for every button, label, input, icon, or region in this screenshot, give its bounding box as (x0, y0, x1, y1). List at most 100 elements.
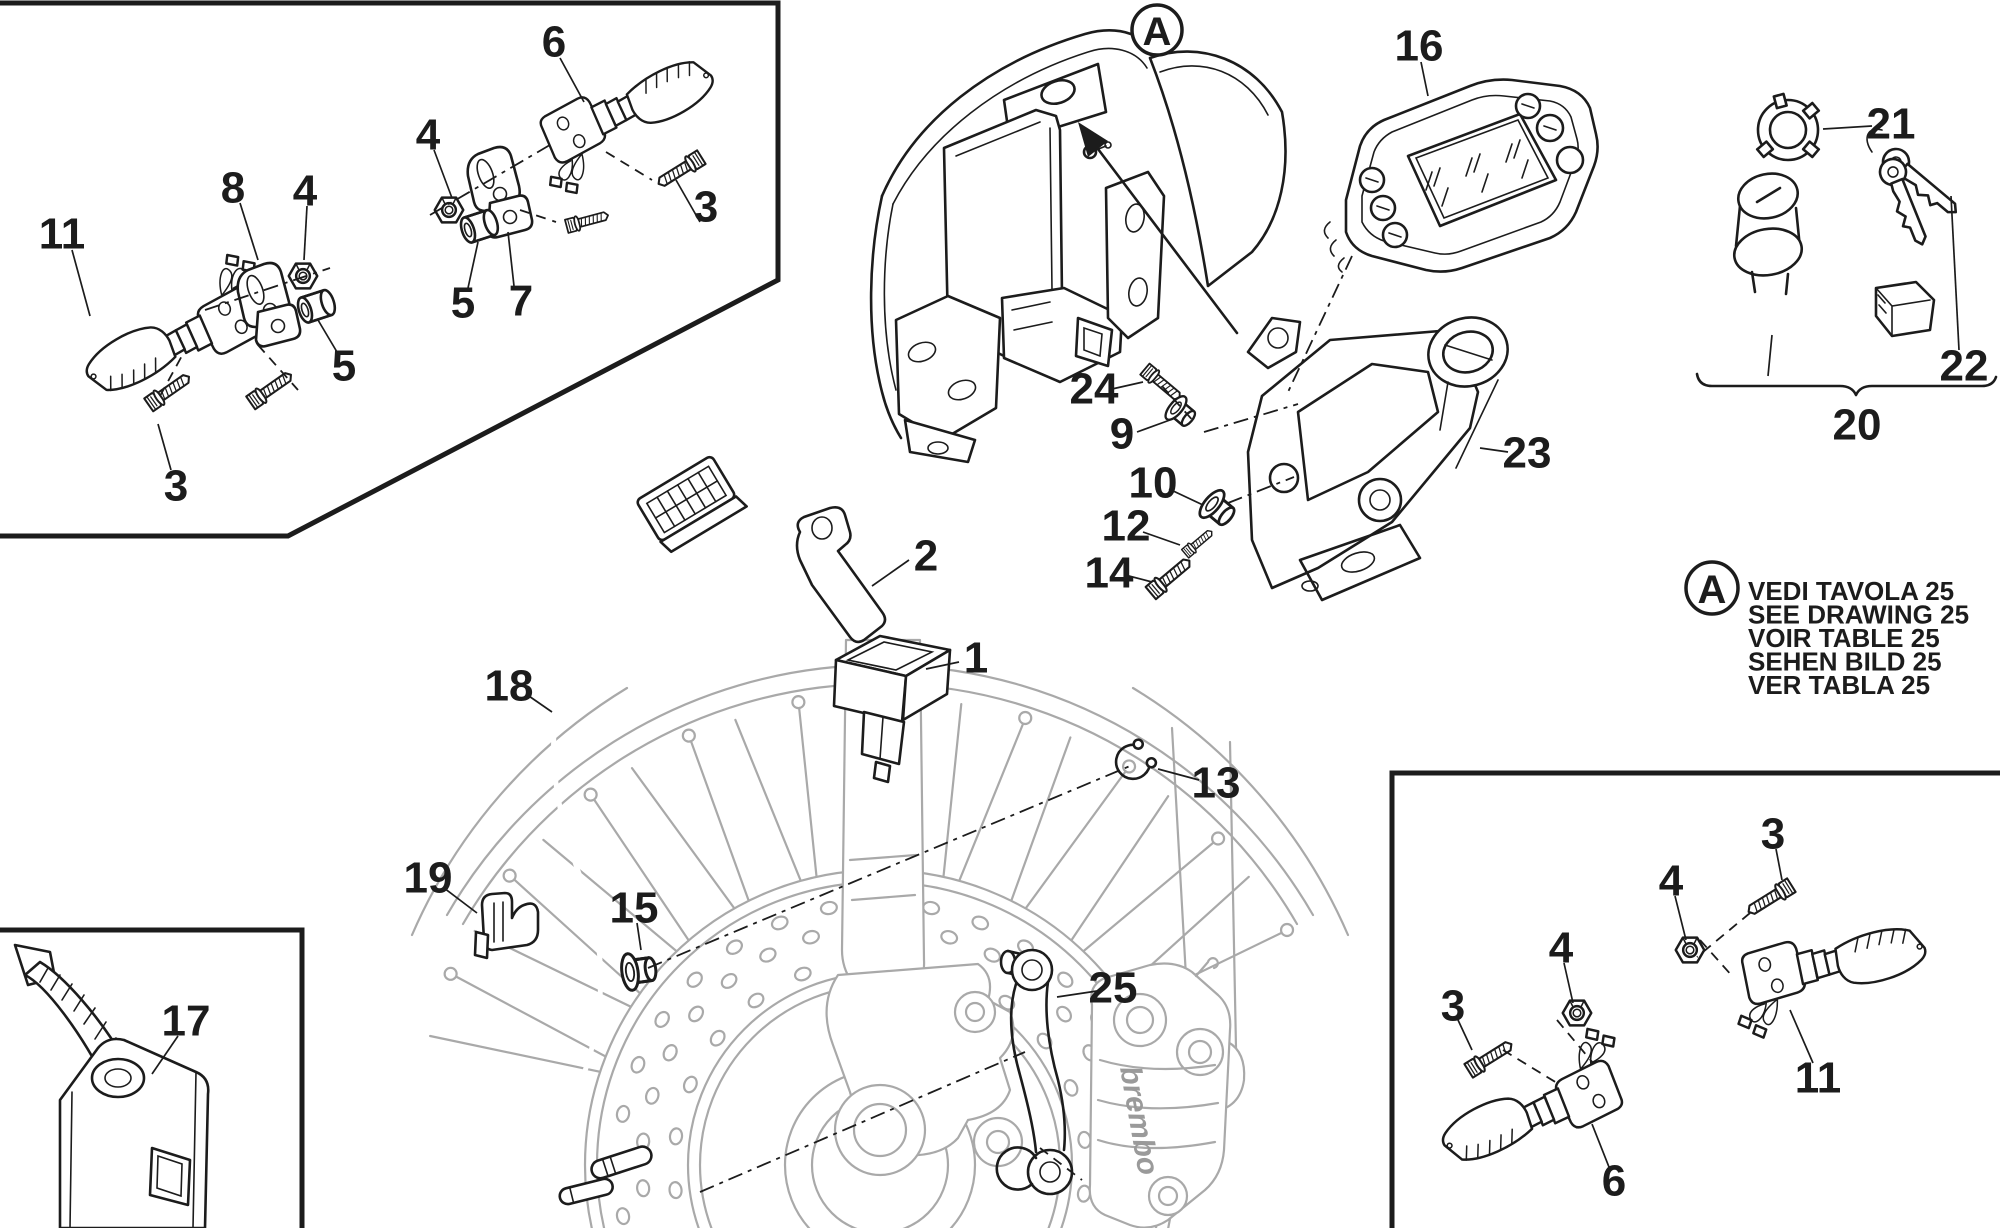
callout-21-ring-nut: 21 (1867, 100, 1916, 149)
assembly-axes (647, 765, 1131, 1193)
callout-15-grommet: 15 (610, 884, 659, 933)
headlight-fairing (869, 29, 1287, 464)
callout-1-relay: 1 (964, 634, 988, 683)
grommet-10 (1194, 485, 1243, 534)
axis-lines-box4 (1502, 912, 1751, 1084)
nut-4-br-right (1674, 936, 1706, 964)
ignition-lock (1679, 172, 1936, 377)
instrument-cable-18 (551, 455, 748, 1220)
leader-line-hex-screw (1457, 1019, 1473, 1051)
callout-5-spacer-bushing: 5 (451, 279, 475, 328)
turn-signal-6 (524, 51, 735, 202)
detail-marker-letter: A (1698, 568, 1727, 612)
callout-16-instrument-panel: 16 (1395, 22, 1444, 71)
link-bracket-25 (995, 948, 1074, 1196)
callout-4-flanged-nut: 4 (416, 111, 441, 160)
callout-13-circlip: 13 (1192, 759, 1241, 808)
leader-line-spacer-bushing (467, 241, 479, 289)
callout-25-link-bracket: 25 (1089, 964, 1138, 1013)
note-line: SEE DRAWING 25 (1748, 600, 1969, 630)
callout-17-speed-sensor: 17 (162, 997, 211, 1046)
circlip-13 (1109, 735, 1161, 785)
leader-line-turn-signal-lamp (1789, 1009, 1814, 1064)
leader-line-spacer-bushing (1136, 419, 1171, 433)
leader-line-instrument-cable (525, 693, 553, 713)
callout-3-hex-screw: 3 (164, 462, 188, 511)
leader-line-screw (1111, 381, 1144, 390)
leader-line-screw (1124, 574, 1153, 583)
note-line: VEDI TAVOLA 25 (1748, 576, 1954, 606)
callout-14-screw: 14 (1085, 549, 1134, 598)
screw-14 (1144, 552, 1197, 601)
leader-line-spacer-bushing (317, 319, 338, 353)
axis-lines-box1 (159, 141, 653, 397)
callout-5-spacer-bushing: 5 (332, 342, 356, 391)
callout-19-cable-clip: 19 (404, 854, 453, 903)
leader-line-bracket (871, 559, 910, 587)
detail-marker-circle (1684, 560, 1740, 616)
instrument-cluster (1323, 78, 1599, 273)
leader-line-turn-signal-lamp (559, 57, 585, 103)
cable-clip-19 (473, 891, 540, 960)
callout-10-rubber-grommet: 10 (1129, 459, 1178, 508)
screw-3-br-right (1742, 876, 1798, 921)
box-bottom-left (0, 927, 305, 1228)
callout-3-hex-screw: 3 (1441, 982, 1465, 1031)
turn-signal-6-br (1422, 1020, 1639, 1171)
callout-3-hex-screw: 3 (1761, 810, 1785, 859)
leader-line-turn-signal-lamp (1591, 1123, 1610, 1168)
brake-caliper: brembo (1088, 957, 1232, 1228)
screw-3d (563, 207, 611, 235)
leader-line-cable-clip (443, 887, 478, 914)
screw-3-br-left (1462, 1035, 1518, 1080)
leader-line-instrument-panel (1420, 61, 1429, 97)
turn-signal-11-br (1727, 921, 1936, 1042)
speed-sensor-17 (13, 943, 210, 1228)
callout-3-hex-screw: 3 (694, 183, 718, 232)
windscreen (1148, 50, 1287, 288)
multipin-connector (636, 455, 748, 554)
detail-marker-circle (1130, 3, 1184, 57)
leader-line-flanged-nut (303, 205, 308, 261)
callout-2-bracket: 2 (914, 532, 938, 581)
callout-4-flanged-nut: 4 (1549, 924, 1574, 973)
detail-markers: AA (1130, 3, 1740, 616)
leader-line-grommet (636, 922, 642, 951)
leader-line-keys (1950, 195, 1960, 351)
screw-3b (244, 366, 297, 411)
nut-4a (287, 262, 319, 290)
callout-20-ignition-lock-kit: 20 (1833, 401, 1882, 450)
callout-6-turn-signal-lamp: 6 (1602, 1157, 1626, 1206)
detail-marker-letter: A (1143, 10, 1172, 54)
leader-line-flanged-nut (433, 149, 453, 199)
callout-11-turn-signal-lamp: 11 (39, 210, 86, 259)
leader-line-flanged-nut (1674, 895, 1687, 941)
note-line: SEHEN BILD 25 (1748, 647, 1942, 677)
leader-line-hex-screw (1775, 848, 1783, 881)
bracket-plate-7 (254, 303, 302, 348)
nut-4-br-left (1561, 999, 1593, 1027)
callout-11-turn-signal-lamp: 11 (1795, 1054, 1842, 1103)
leader-line-hex-screw (157, 423, 172, 471)
callout-4-flanged-nut: 4 (293, 167, 318, 216)
callout-24-screw: 24 (1070, 365, 1119, 414)
note-line: VOIR TABLE 25 (1748, 623, 1940, 653)
leader-line-circlip (1157, 768, 1200, 781)
group-brace-20 (1695, 372, 1998, 397)
leader-line-link-bracket (1056, 990, 1098, 998)
box-top-left (0, 0, 781, 539)
box-bottom-right (1389, 770, 2000, 1228)
leader-line-speed-sensor (151, 1035, 179, 1075)
leader-line-stud (1142, 531, 1181, 546)
instrument-bracket-23 (1246, 316, 1509, 602)
callout-12-stud: 12 (1102, 502, 1151, 551)
leader-line-bracket-plate (507, 231, 515, 287)
reference-artwork: brembo (410, 638, 1350, 1228)
bracket-2 (795, 506, 887, 644)
callout-8-bracket-tab: 8 (221, 164, 245, 213)
